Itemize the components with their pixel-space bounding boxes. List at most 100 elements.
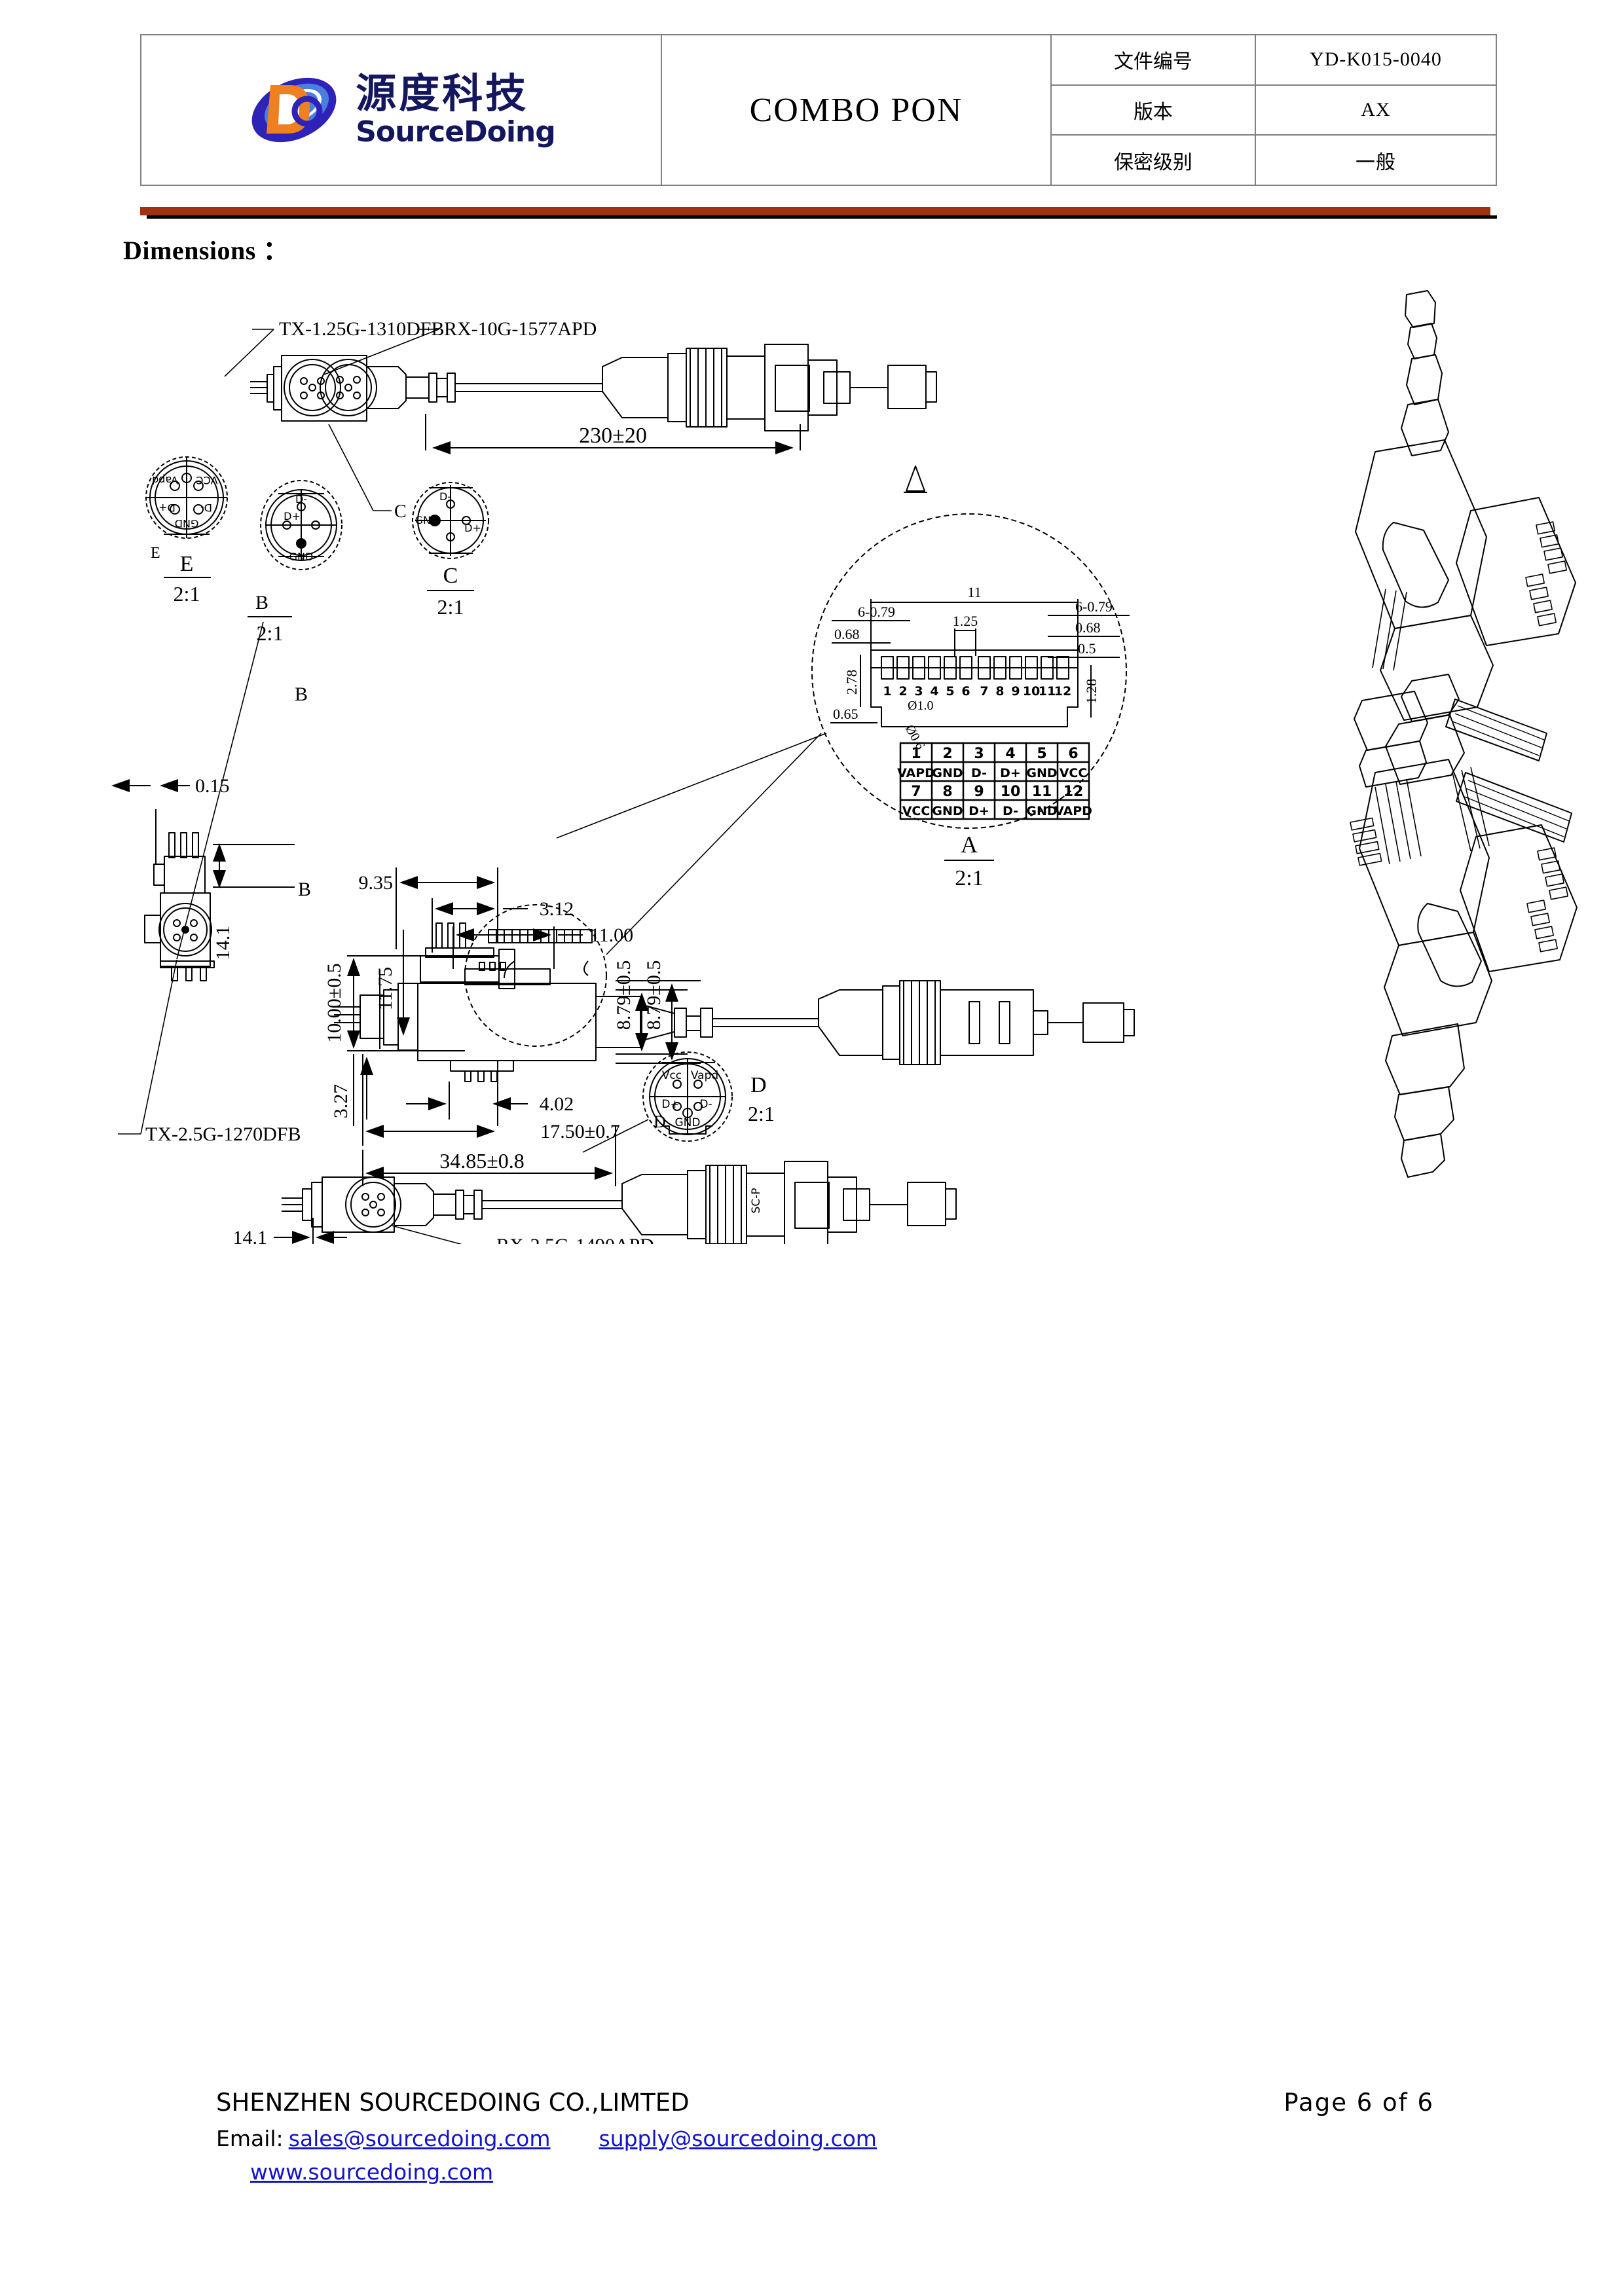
detail-view-e: [145, 456, 228, 539]
detail-a-pin-10: 10: [1023, 684, 1040, 699]
detail-a-dim-11: 11: [967, 584, 981, 600]
view-e-pin-gnd: GND: [175, 517, 199, 530]
pin-table-sig-8: GND: [932, 804, 963, 818]
middle-sc-connector: [818, 980, 1135, 1065]
detail-a-dim-068-left: 0.68: [834, 626, 860, 642]
view-c-pin-gnd: GND: [415, 514, 439, 526]
pin-table-sig-4: D+: [1000, 766, 1021, 780]
view-b-name: B: [255, 592, 268, 613]
meta-value-version: AX: [1361, 99, 1391, 120]
detail-marker-d: D: [654, 1112, 666, 1131]
dimensions-drawing-svg: TX-1.25G-1310DFB RX-10G-1577APD: [111, 290, 1578, 1244]
view-c-pin-dminus: D-: [439, 490, 451, 503]
view-e-pin-vapd: Vapd: [152, 474, 178, 486]
detail-a-pin-6: 6: [961, 684, 970, 699]
view-c-pin-dplus: D+: [464, 522, 481, 534]
logo-chinese-name: 源度科技: [356, 69, 529, 117]
dimension-11-75: 11.75: [375, 967, 396, 1010]
detail-a-dim-dia-10: Ø1.0: [908, 699, 933, 713]
email-sales-link[interactable]: sales@sourcedoing.com: [288, 2126, 551, 2151]
sourcedoing-logo-mark: [251, 77, 337, 143]
detail-view-c: [412, 482, 489, 559]
pin-table-num-6: 6: [1068, 746, 1078, 762]
dimension-8-79-a: 8.79±0.5: [613, 960, 635, 1030]
detail-a-pin-1: 1: [883, 684, 891, 699]
pin-table-num-8: 8: [942, 784, 952, 800]
footer-email-row: Email: sales@sourcedoing.com supply@sour…: [216, 2126, 1460, 2151]
pin-table-sig-10: D-: [1003, 804, 1018, 818]
dimension-10-00: 10.00±0.5: [323, 963, 345, 1042]
dimension-14-1-left: 14.1: [212, 926, 234, 960]
page-footer: SHENZHEN SOURCEDOING CO.,LIMTED Page 6 o…: [216, 2088, 1460, 2185]
detail-a-pin-11: 11: [1039, 684, 1056, 699]
section-title: Dimensions ：: [123, 236, 289, 265]
detail-marker-b-top: B: [295, 683, 308, 705]
pin-table-sig-5: GND: [1026, 766, 1057, 780]
dimension-4-02: 4.02: [540, 1093, 574, 1115]
pin-table-num-12: 12: [1063, 784, 1084, 800]
view-b-pin-gnd: GND: [289, 551, 314, 563]
detail-a-dim-065: 0.65: [833, 706, 858, 722]
detail-view-d: [642, 1051, 733, 1142]
view-d-pin-vcc: Vcc: [662, 1069, 682, 1082]
dimension-17-50: 17.50±0.7: [540, 1121, 619, 1142]
pin-table-num-5: 5: [1037, 746, 1046, 762]
detail-a-pin-9: 9: [1011, 684, 1020, 699]
view-e-scale: 2:1: [174, 582, 200, 606]
dimension-14-1-bottom: 14.1: [233, 1227, 268, 1244]
dimension-34-85: 34.85±0.8: [439, 1149, 525, 1173]
detail-marker-c: C: [394, 501, 407, 522]
view-e-pin-dplus: D+: [158, 501, 175, 514]
view-d-pin-dminus: D-: [699, 1098, 712, 1111]
pin-table-num-3: 3: [974, 746, 984, 762]
section-divider: [140, 207, 1497, 220]
dimension-3-27: 3.27: [330, 1084, 352, 1119]
footer-top-row: SHENZHEN SOURCEDOING CO.,LIMTED Page 6 o…: [216, 2088, 1460, 2117]
dimension-9-35: 9.35: [359, 872, 394, 894]
pin-table-num-11: 11: [1032, 784, 1052, 800]
isometric-view-bottom: [1350, 589, 1578, 1178]
page-number: Page 6 of 6: [1283, 2088, 1434, 2117]
view-b-pin-dminus: D-: [295, 493, 307, 505]
detail-a-pin-7: 7: [980, 684, 988, 699]
pin-table-sig-11: GND: [1026, 804, 1057, 818]
bottom-assembly: [282, 1161, 957, 1244]
view-e-name: E: [180, 552, 194, 576]
connector-marking-sc-p: SC-P: [750, 1188, 763, 1213]
label-rx-10g: RX-10G-1577APD: [444, 318, 597, 340]
view-d-scale: 2:1: [748, 1102, 775, 1125]
pin-table-num-10: 10: [1001, 784, 1021, 800]
view-a-name: A: [961, 831, 978, 858]
meta-row-confidentiality: 保密级别 一般: [1052, 136, 1496, 185]
middle-assembly: [334, 904, 819, 1082]
company-logo: 源度科技 SourceDoing: [247, 68, 556, 152]
detail-a-dim-125: 1.25: [953, 613, 978, 629]
detail-a-dim-05: 0.5: [1078, 640, 1096, 657]
view-c-name: C: [443, 564, 458, 588]
technical-drawing: TX-1.25G-1310DFB RX-10G-1577APD: [98, 275, 1617, 1244]
detail-a-pin-5: 5: [946, 684, 954, 699]
label-rx-2g5: RX-2.5G-1490APD: [496, 1235, 654, 1244]
company-name: SHENZHEN SOURCEDOING CO.,LIMTED: [216, 2088, 690, 2117]
label-tx-2g5: TX-2.5G-1270DFB: [145, 1123, 301, 1145]
meta-key-confidentiality: 保密级别: [1052, 136, 1256, 185]
email-supply-link[interactable]: supply@sourcedoing.com: [599, 2126, 877, 2151]
document-header-table: 源度科技 SourceDoing COMBO PON 文件编号 YD-K015-…: [140, 34, 1497, 186]
detail-a-dim-128: 1.28: [1083, 679, 1099, 704]
pin-table-sig-6: VCC: [1060, 766, 1088, 780]
footer-website-row: www.sourcedoing.com: [250, 2159, 1460, 2185]
view-c-scale: 2:1: [437, 595, 464, 619]
dimension-8-79-b: 8.79±0.5: [643, 960, 665, 1030]
logo-wordmark: 源度科技 SourceDoing: [356, 69, 556, 147]
isometric-view-top: [1354, 290, 1576, 865]
website-link[interactable]: www.sourcedoing.com: [250, 2159, 494, 2185]
view-e-tag: E: [151, 545, 160, 562]
view-a-scale: 2:1: [955, 866, 983, 890]
view-e-pin-vcc: VCC: [196, 474, 217, 486]
detail-a-pin-3: 3: [914, 684, 923, 699]
header-logo-cell: 源度科技 SourceDoing: [141, 35, 662, 185]
pin-table-num-7: 7: [911, 784, 921, 800]
detail-view-b: [260, 480, 342, 570]
document-title: COMBO PON: [749, 91, 963, 129]
